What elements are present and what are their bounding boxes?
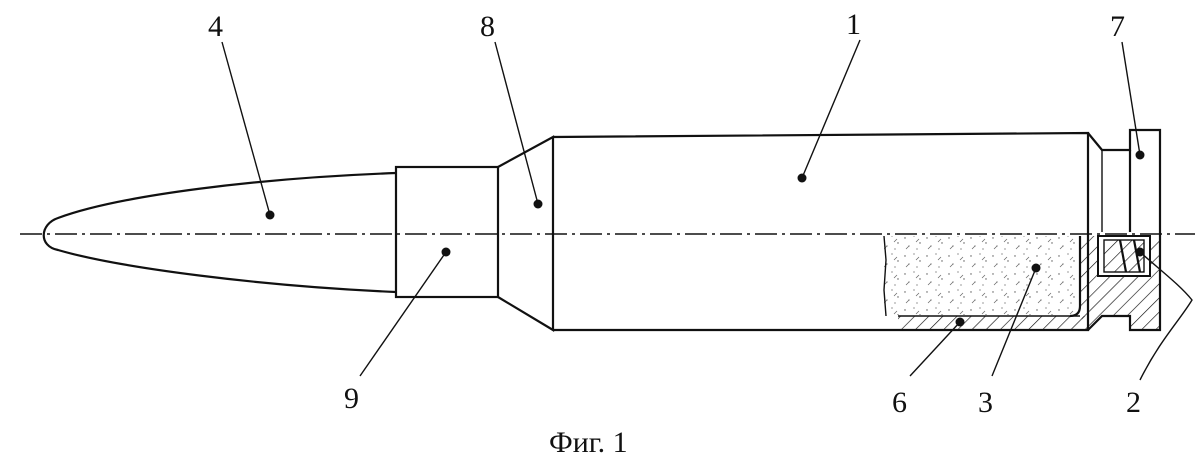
case-rim: [1087, 128, 1162, 244]
label-9: 9: [344, 382, 359, 415]
leader-lines: [221, 39, 1193, 381]
case-neck: [394, 165, 500, 299]
case-wall-section: [898, 316, 1088, 330]
label-1: 1: [846, 8, 861, 41]
label-7: 7: [1110, 10, 1125, 43]
powder-charge: [884, 236, 1080, 315]
label-2: 2: [1126, 386, 1141, 419]
primer: [1097, 235, 1151, 277]
label-4: 4: [208, 10, 223, 43]
figure-caption: Фиг. 1: [549, 426, 628, 459]
label-3: 3: [978, 386, 993, 419]
bullet: [42, 171, 397, 294]
label-8: 8: [480, 10, 495, 43]
label-6: 6: [892, 386, 907, 419]
